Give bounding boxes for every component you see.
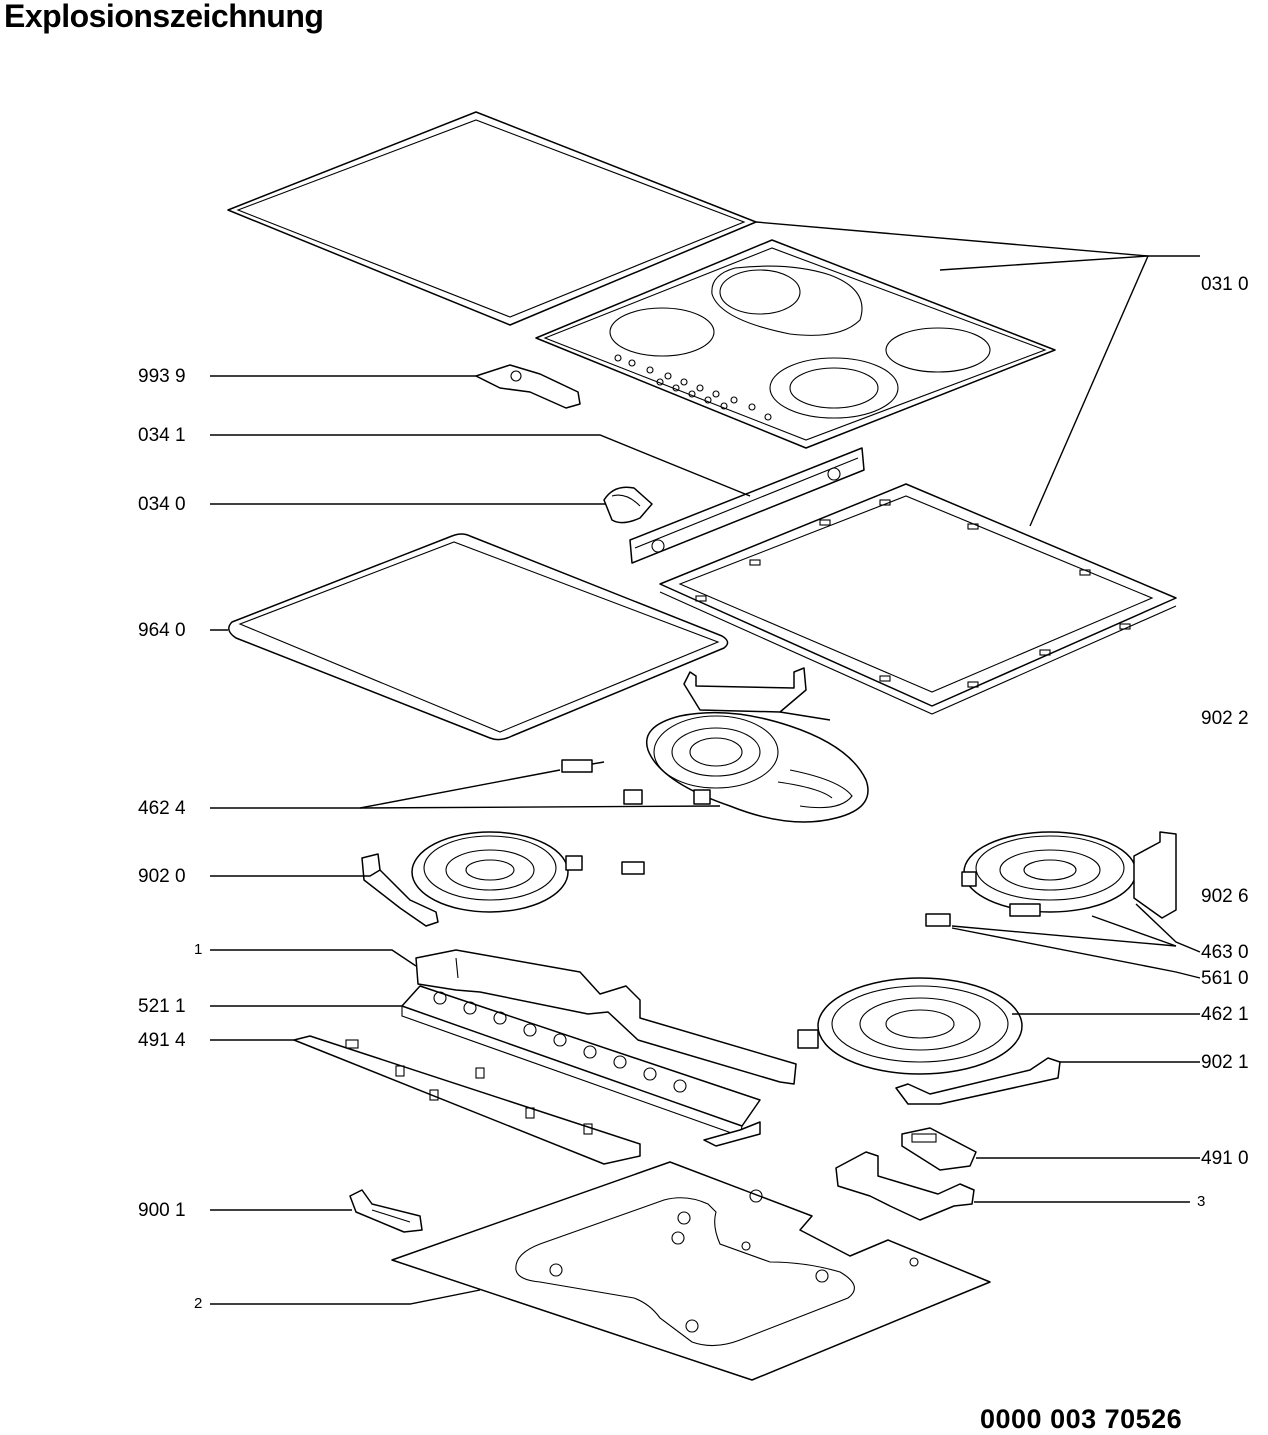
mounting-clip [475,364,581,409]
document-number: 0000 003 70526 [980,1404,1183,1434]
label-491-0: 491 0 [1201,1148,1249,1169]
label-463-0: 463 0 [1201,942,1249,963]
label-034-0: 034 0 [138,494,186,515]
label-491-4: 491 4 [138,1030,186,1051]
page-title: Explosionszeichnung [4,0,324,34]
label-900-1: 900 1 [138,1200,186,1221]
leader-lines [210,221,1201,1305]
terminal-block [925,913,951,927]
label-521-1: 521 1 [138,996,186,1017]
control-board [401,985,761,1147]
label-902-0: 902 0 [138,866,186,887]
relay-module [901,1127,977,1171]
cover-strip [293,1035,641,1165]
label-902-6: 902 6 [1201,886,1249,907]
label-993-9: 993 9 [138,366,186,387]
label-902-2: 902 2 [1201,708,1249,729]
label-964-0: 964 0 [138,620,186,641]
seal-gasket [228,533,729,741]
label-031-0: 031 0 [1201,274,1249,295]
large-round-heater [797,977,1023,1075]
cooktop-frame [659,483,1177,715]
spring-clip [603,486,653,524]
label-034-1: 034 1 [138,425,186,446]
heater-bracket-top [683,667,807,713]
ceramic-cooktop [535,239,1056,449]
label-462-1: 462 1 [1201,1004,1249,1025]
label-462-4: 462 4 [138,798,186,819]
control-support-rail [415,949,797,1085]
heater-connector [561,759,605,773]
label-561-0: 561 0 [1201,968,1249,989]
label-902-1: 902 1 [1201,1052,1249,1073]
round-heater-right [961,831,1177,919]
label-3: 3 [1197,1193,1206,1210]
label-2: 2 [194,1295,203,1312]
round-heater-left [361,831,645,927]
relay-bracket [835,1151,975,1221]
bottom-plate [391,1161,991,1381]
label-1: 1 [194,941,203,958]
oval-dual-heater [623,711,869,823]
knob-housing [349,1189,423,1233]
control-bracket [629,447,865,564]
